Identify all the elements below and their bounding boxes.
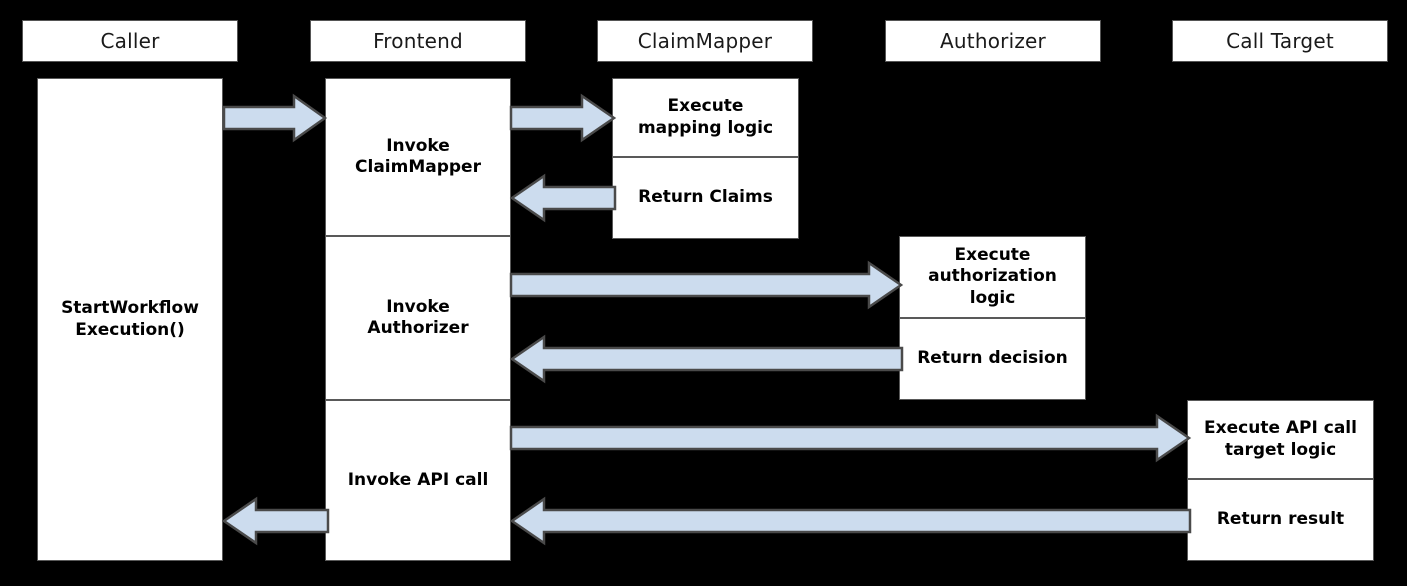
activity-authorizer-return-decision-label: Return decision — [917, 348, 1068, 369]
arrow-authorizer-to-frontend — [509, 334, 904, 384]
activity-authorizer-execute-authorization-logic-label: Execute authorization logic — [928, 245, 1057, 308]
activity-calltarget-return-result: Return result — [1187, 479, 1374, 561]
activity-claimmapper-return-claims-label: Return Claims — [638, 187, 773, 208]
lane-header-frontend: Frontend — [310, 20, 526, 62]
activity-caller-start-workflow-execution: StartWorkflow Execution() — [37, 78, 223, 561]
lane-header-caller-label: Caller — [100, 29, 160, 53]
activity-frontend-invoke-claimmapper: Invoke ClaimMapper — [325, 78, 511, 236]
activity-caller-start-workflow-execution-label: StartWorkflow Execution() — [61, 298, 199, 340]
lane-header-authorizer-label: Authorizer — [940, 29, 1046, 53]
activity-frontend-invoke-authorizer: Invoke Authorizer — [325, 236, 511, 400]
activity-authorizer-return-decision: Return decision — [899, 318, 1086, 400]
arrow-frontend-to-claimmapper — [509, 93, 617, 143]
activity-claimmapper-execute-mapping-logic: Execute mapping logic — [612, 78, 799, 157]
lane-header-claimmapper: ClaimMapper — [597, 20, 813, 62]
activity-frontend-invoke-claimmapper-label: Invoke ClaimMapper — [355, 135, 481, 177]
lane-header-frontend-label: Frontend — [373, 29, 463, 53]
activity-calltarget-return-result-label: Return result — [1216, 509, 1345, 530]
activity-claimmapper-return-claims: Return Claims — [612, 157, 799, 239]
activity-calltarget-execute-api-call-target-logic: Execute API call target logic — [1187, 400, 1374, 479]
activity-frontend-invoke-api-call-label: Invoke API call — [347, 469, 489, 490]
arrow-calltarget-to-frontend — [509, 496, 1192, 546]
arrow-claimmapper-to-frontend — [509, 173, 617, 223]
lane-header-calltarget-label: Call Target — [1226, 29, 1334, 53]
activity-frontend-invoke-authorizer-label: Invoke Authorizer — [367, 296, 469, 338]
lane-header-authorizer: Authorizer — [885, 20, 1101, 62]
lane-header-caller: Caller — [22, 20, 238, 62]
arrow-frontend-to-calltarget — [509, 413, 1192, 463]
activity-claimmapper-execute-mapping-logic-label: Execute mapping logic — [637, 96, 774, 138]
activity-frontend-invoke-api-call: Invoke API call — [325, 400, 511, 561]
arrow-frontend-to-caller — [221, 496, 330, 546]
lane-header-claimmapper-label: ClaimMapper — [637, 29, 773, 53]
activity-calltarget-execute-api-call-target-logic-label: Execute API call target logic — [1204, 418, 1357, 460]
arrow-frontend-to-authorizer — [509, 260, 904, 310]
activity-authorizer-execute-authorization-logic: Execute authorization logic — [899, 236, 1086, 318]
lane-header-calltarget: Call Target — [1172, 20, 1388, 62]
arrow-caller-to-frontend — [222, 93, 328, 143]
